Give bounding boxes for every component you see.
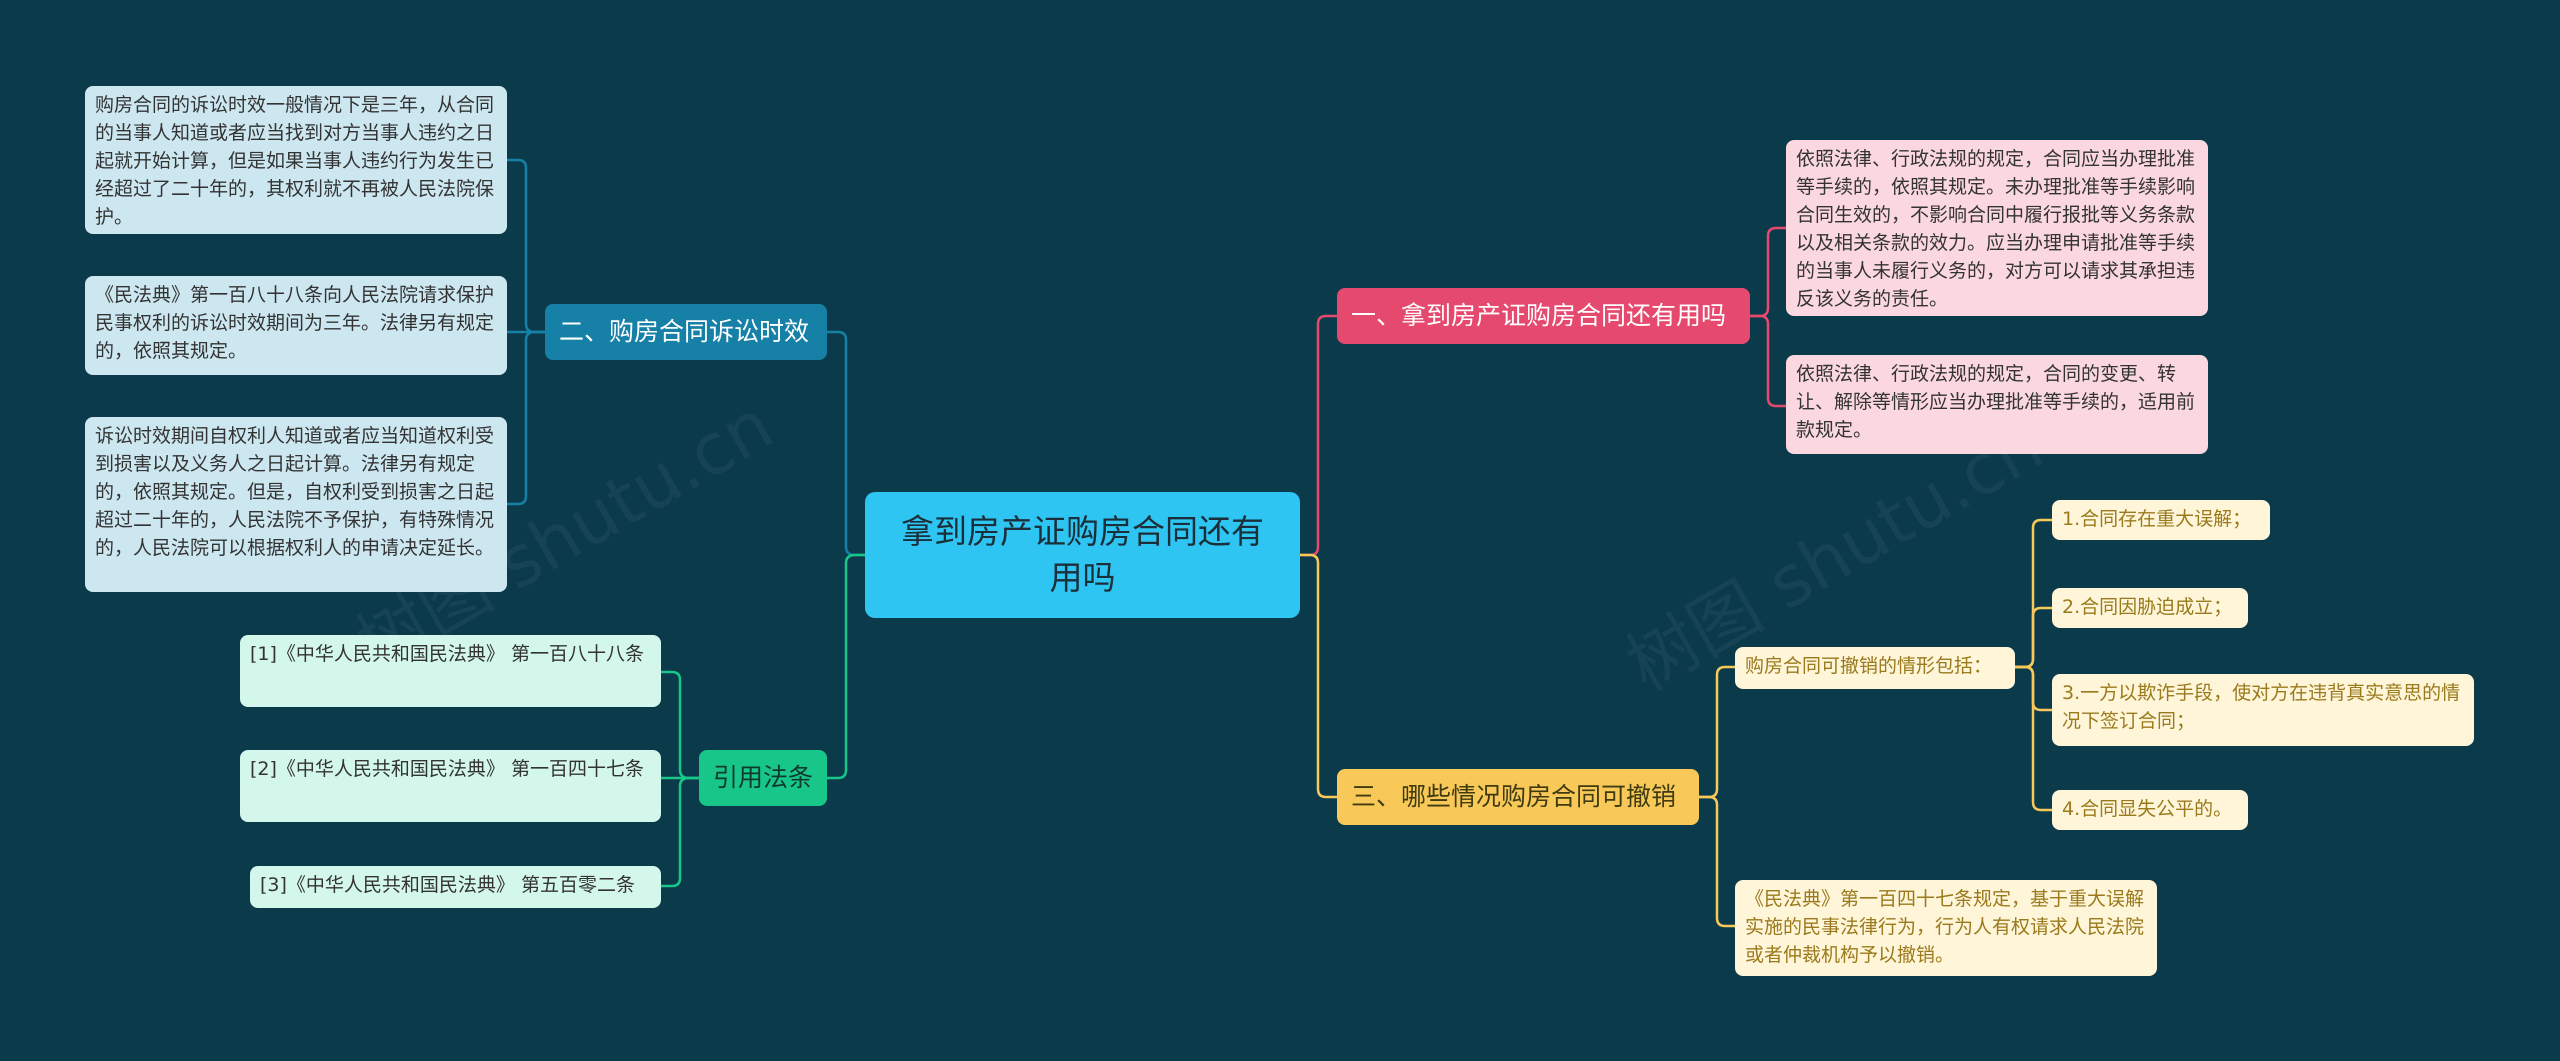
branch-3-subtopic[interactable]: 购房合同可撤销的情形包括： [1735, 647, 2015, 689]
branch-1-leaf-1[interactable]: 依照法律、行政法规的规定，合同应当办理批准等手续的，依照其规定。未办理批准等手续… [1786, 140, 2208, 316]
link-root-b4 [827, 553, 865, 780]
branch-2-leaf-3[interactable]: 诉讼时效期间自权利人知道或者应当知道权利受到损害以及义务人之日起计算。法律另有规… [85, 417, 507, 592]
link-b1-leaf2 [1750, 314, 1786, 408]
link-sub-item2 [2015, 606, 2052, 669]
branch-3-leaf[interactable]: 《民法典》第一百四十七条规定，基于重大误解实施的民事法律行为，行为人有权请求人民… [1735, 880, 2157, 976]
branch-4-topic[interactable]: 引用法条 [699, 750, 827, 806]
branch-3-sub-item-4[interactable]: 4.合同显失公平的。 [2052, 790, 2248, 830]
link-b1-leaf1 [1750, 226, 1786, 318]
link-root-b2 [827, 330, 865, 557]
branch-3-sub-item-2[interactable]: 2.合同因胁迫成立； [2052, 588, 2248, 628]
branch-1-topic[interactable]: 一、拿到房产证购房合同还有用吗 [1337, 288, 1750, 344]
branch-3-sub-item-3[interactable]: 3.一方以欺诈手段，使对方在违背真实意思的情况下签订合同； [2052, 674, 2474, 746]
link-b2-leaf1 [507, 158, 545, 334]
link-root-b3 [1300, 553, 1337, 799]
branch-2-leaf-2[interactable]: 《民法典》第一百八十八条向人民法院请求保护民事权利的诉讼时效期间为三年。法律另有… [85, 276, 507, 375]
link-root-b1 [1300, 314, 1337, 557]
link-b3-leaf [1699, 795, 1735, 928]
link-b3-sub [1699, 665, 1735, 799]
branch-4-leaf-3[interactable]: [3]《中华人民共和国民法典》 第五百零二条 [250, 866, 661, 908]
branch-4-leaf-2[interactable]: [2]《中华人民共和国民法典》 第一百四十七条 [240, 750, 661, 822]
branch-2-topic[interactable]: 二、购房合同诉讼时效 [545, 304, 827, 360]
branch-2-leaf-1[interactable]: 购房合同的诉讼时效一般情况下是三年，从合同的当事人知道或者应当找到对方当事人违约… [85, 86, 507, 234]
link-b2-leaf3 [507, 330, 545, 506]
link-sub-item4 [2015, 665, 2052, 812]
branch-1-leaf-2[interactable]: 依照法律、行政法规的规定，合同的变更、转让、解除等情形应当办理批准等手续的，适用… [1786, 355, 2208, 454]
link-b4-leaf1 [661, 670, 699, 780]
link-b4-leaf3 [661, 776, 699, 888]
root-topic[interactable]: 拿到房产证购房合同还有用吗 [865, 492, 1300, 618]
branch-4-leaf-1[interactable]: [1]《中华人民共和国民法典》 第一百八十八条 [240, 635, 661, 707]
branch-3-topic[interactable]: 三、哪些情况购房合同可撤销 [1337, 769, 1699, 825]
branch-3-sub-item-1[interactable]: 1.合同存在重大误解； [2052, 500, 2270, 540]
